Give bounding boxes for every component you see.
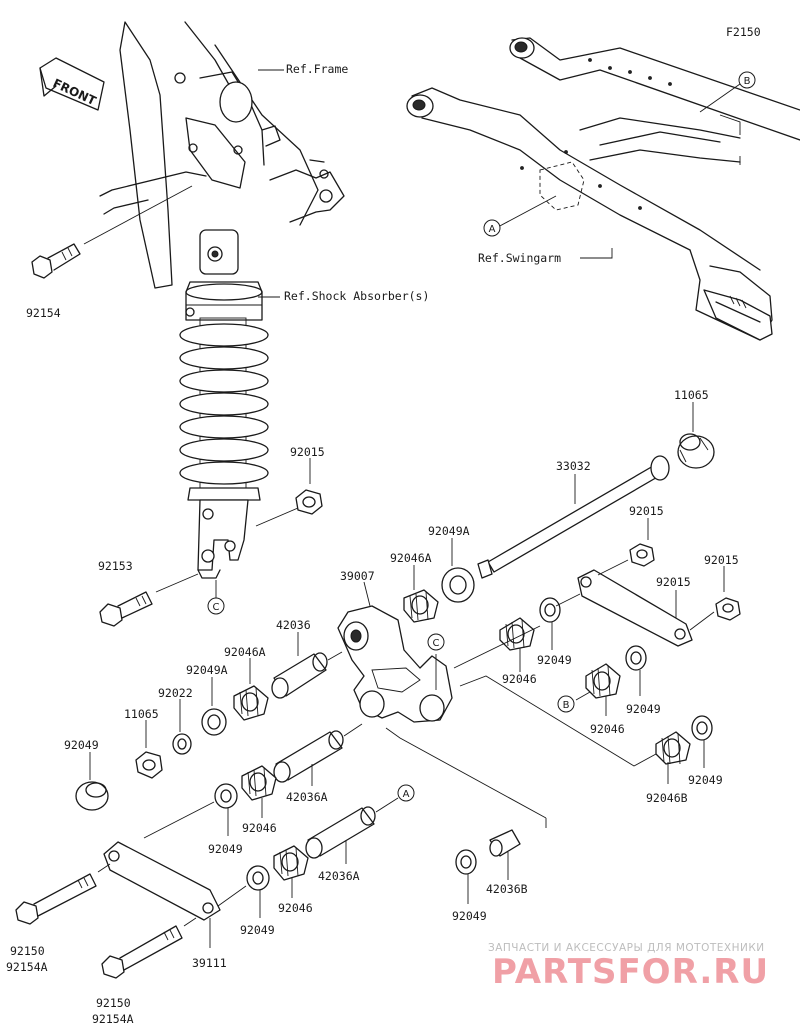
bearing-92046-a-icon — [499, 617, 535, 651]
sleeve-42036-icon — [271, 652, 328, 699]
svg-text:C: C — [433, 638, 440, 649]
sleeve-42036A-b-icon — [305, 806, 376, 859]
nut-92015-c-icon — [715, 597, 741, 621]
svg-text:B: B — [744, 76, 751, 87]
label-92150-a: 92150 — [10, 944, 45, 958]
front-arrow-icon: FRONT — [39, 57, 105, 111]
label-92049-f: 92049 — [240, 923, 275, 937]
bearing-92046B-icon — [655, 731, 691, 765]
label-92046-c: 92046 — [242, 821, 277, 835]
watermark-brand: PARTSFOR.RU — [492, 952, 769, 992]
callout-b-bearing — [557, 695, 575, 713]
label-92015-d: 11065 — [124, 707, 159, 721]
ref-shock-label: Ref.Shock Absorber(s) — [284, 289, 429, 303]
rocker-arm-39007-icon — [337, 605, 453, 723]
label-92046-b: 92046 — [590, 722, 625, 736]
sleeve-42036A-a-icon — [273, 730, 344, 783]
label-11065-left: 92049 — [64, 738, 99, 752]
label-92154A-b: 92154A — [92, 1012, 134, 1026]
label-92015-a: 92015 — [290, 445, 325, 459]
callout-c-shock — [207, 597, 225, 615]
label-39111-right: 92015 — [656, 575, 691, 589]
bearing-92046-d-icon — [273, 845, 309, 881]
nut-92015-b-icon — [629, 543, 655, 567]
svg-text:C: C — [213, 602, 220, 613]
callout-c-rocker — [427, 633, 445, 651]
bolt-92150-a-icon — [15, 873, 97, 925]
tie-rod-39111-left-icon — [103, 841, 221, 921]
frame-drawing — [99, 21, 345, 289]
label-92046B: 92046B — [646, 791, 688, 805]
shock-absorber-drawing — [179, 229, 269, 579]
washer-92049-b-icon — [625, 645, 647, 671]
svg-text:B: B — [563, 700, 570, 711]
cap-11065-icon — [677, 433, 715, 469]
label-42036B: 42036B — [486, 882, 528, 896]
label-92022: 92022 — [158, 686, 193, 700]
washer-92049-a-icon — [539, 597, 561, 623]
label-42036A-a: 42036A — [286, 790, 328, 804]
washer-92049-g-icon — [455, 849, 477, 875]
bearing-92046-b-icon — [585, 663, 621, 699]
label-92046A-a: 92046A — [390, 551, 432, 565]
figure-code: F2150 — [726, 25, 761, 39]
bearing-92046A-a-icon — [403, 589, 439, 623]
swingarm-drawing — [406, 37, 800, 341]
callout-a-sleeve — [397, 784, 415, 802]
bearing-92046A-b-icon — [233, 685, 269, 721]
label-92049A-b: 92049A — [186, 663, 228, 677]
washer-92049-d-icon — [691, 715, 713, 741]
bearing-92046-c-icon — [241, 765, 277, 801]
label-39111-left: 39111 — [192, 956, 227, 970]
washer-92049-e-icon — [214, 783, 238, 809]
nut-92015-a-icon — [295, 489, 323, 515]
cap-11065-left-icon — [75, 781, 109, 811]
label-33032: 33032 — [556, 459, 591, 473]
label-92049-e: 92049 — [208, 842, 243, 856]
label-92015-c: 92015 — [704, 553, 739, 567]
washer-92022-icon — [172, 733, 192, 755]
label-92154A-a: 92154A — [6, 960, 48, 974]
label-92049-b: 92049 — [626, 702, 661, 716]
bushing-42036B-icon — [489, 829, 521, 857]
bolt-92150-b-icon — [101, 925, 183, 979]
shaft-33032-icon — [477, 455, 670, 579]
label-92015-b: 92015 — [629, 504, 664, 518]
washer-92049A-b-icon — [201, 708, 227, 736]
ref-swingarm-label: Ref.Swingarm — [478, 251, 561, 265]
label-92046A-b: 92046A — [224, 645, 266, 659]
label-92049-a: 92049 — [537, 653, 572, 667]
svg-text:A: A — [403, 789, 410, 800]
label-92046-d: 92046 — [278, 901, 313, 915]
tie-rod-39111-right-icon — [577, 569, 693, 647]
callout-b-swingarm — [738, 71, 756, 89]
watermark-tagline: ЗАПЧАСТИ И АКСЕССУАРЫ ДЛЯ МОТОТЕХНИКИ — [488, 942, 765, 954]
nut-92015-d-icon — [135, 751, 163, 779]
bolt-92154-icon — [31, 243, 81, 279]
label-92049A-a: 92049A — [428, 524, 470, 538]
callout-a-swingarm — [483, 219, 501, 237]
label-39007: 39007 — [340, 569, 375, 583]
label-42036: 42036 — [276, 618, 311, 632]
label-92150-b: 92150 — [96, 996, 131, 1010]
ref-frame-label: Ref.Frame — [286, 62, 348, 76]
label-92049-g: 92049 — [452, 909, 487, 923]
svg-text:A: A — [489, 224, 496, 235]
washer-92049-f-icon — [246, 865, 270, 891]
label-11065-top: 11065 — [674, 388, 709, 402]
label-92046-a: 92046 — [502, 672, 537, 686]
bolt-92153-icon — [99, 591, 153, 627]
label-42036A-b: 42036A — [318, 869, 360, 883]
label-92049-d: 92049 — [688, 773, 723, 787]
washer-92049A-a-icon — [441, 567, 475, 603]
label-92154: 92154 — [26, 306, 61, 320]
label-92153: 92153 — [98, 559, 133, 573]
